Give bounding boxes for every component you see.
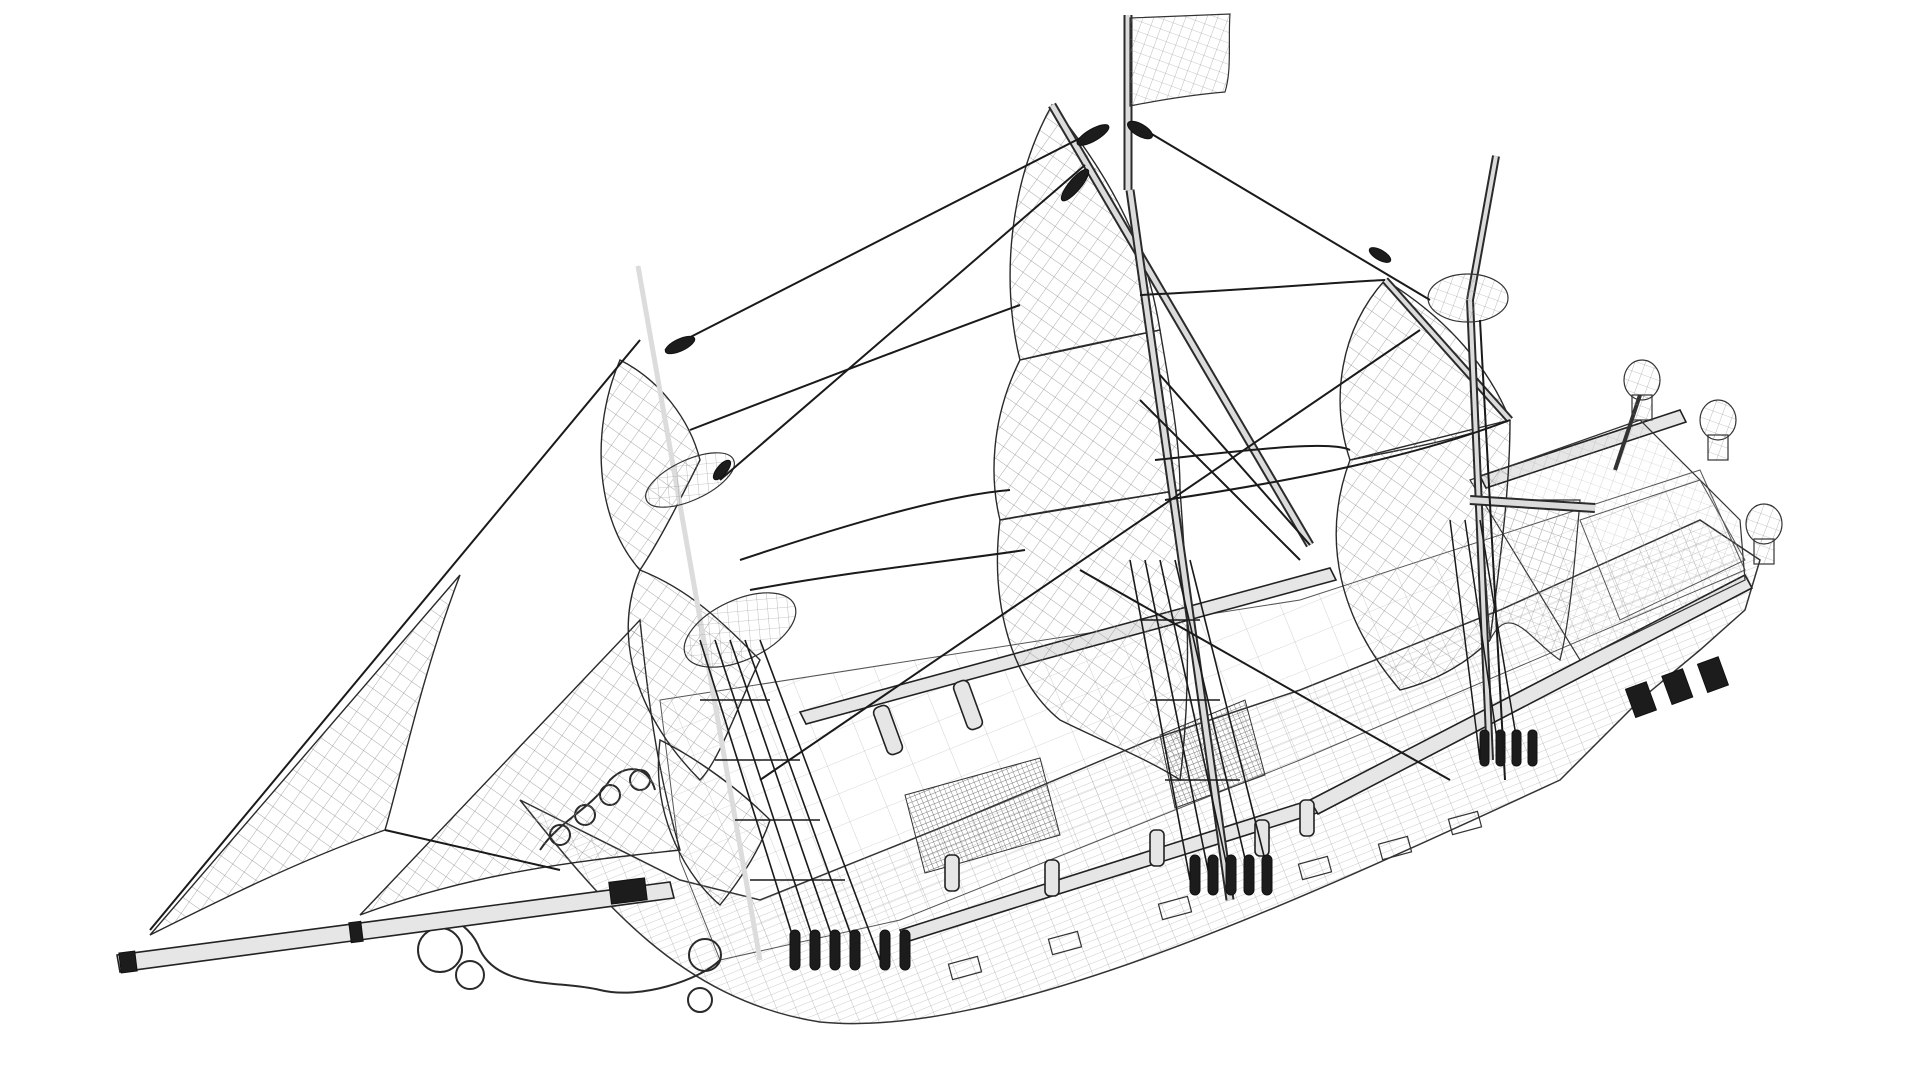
mizzen-mast bbox=[1335, 155, 1596, 767]
gun-ports bbox=[947, 810, 1483, 981]
bowsprit bbox=[116, 877, 675, 974]
fore-mast bbox=[600, 265, 911, 971]
stern-lanterns bbox=[1613, 359, 1783, 565]
jib-sails bbox=[149, 574, 681, 936]
flag bbox=[1129, 13, 1231, 107]
crows-nest bbox=[1427, 273, 1509, 323]
rigging bbox=[149, 120, 1511, 931]
cannons bbox=[872, 679, 1315, 897]
main-mast bbox=[993, 13, 1314, 901]
